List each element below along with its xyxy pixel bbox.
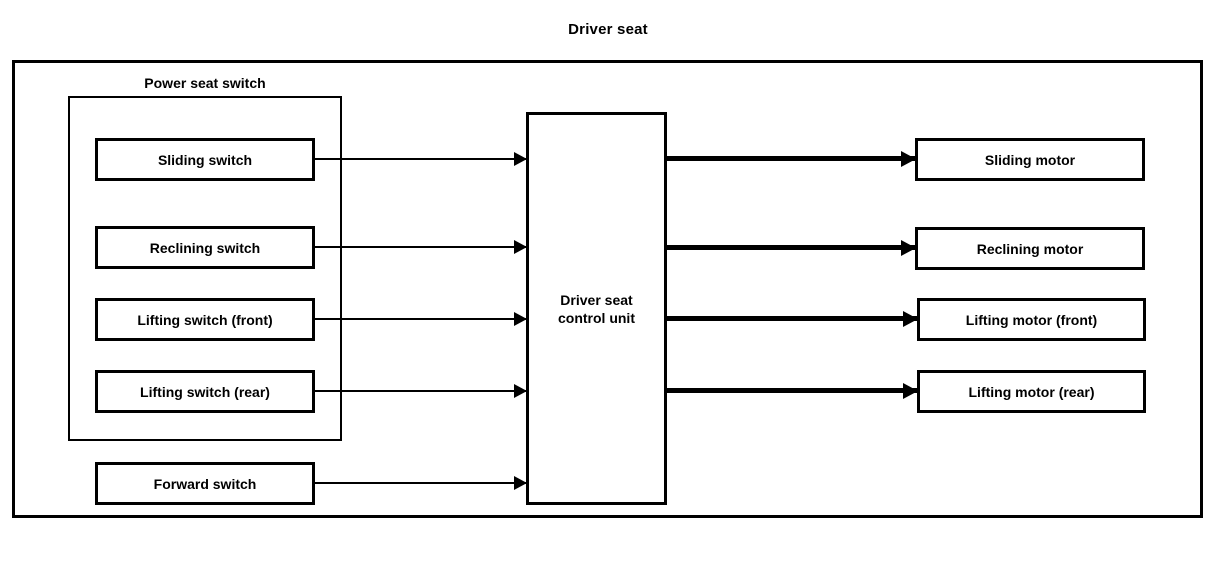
control-unit-label-line-2: control unit — [558, 309, 635, 326]
arrow-shaft — [314, 390, 527, 392]
arrow-shaft — [667, 245, 916, 250]
page-title: Driver seat — [568, 21, 648, 38]
arrow-shaft — [667, 156, 916, 161]
block-reclining-switch[interactable]: Reclining switch — [95, 226, 315, 269]
arrow-shaft — [314, 318, 527, 320]
block-lifting-motor-front[interactable]: Lifting motor (front) — [917, 298, 1146, 341]
block-sliding-switch[interactable]: Sliding switch — [95, 138, 315, 181]
block-sliding-motor[interactable]: Sliding motor — [915, 138, 1145, 181]
arrow-head-icon — [901, 151, 916, 167]
arrow-control-unit-to-lifting-motor-front — [667, 311, 918, 327]
power-seat-switch-group-box — [68, 96, 342, 441]
arrow-control-unit-to-sliding-motor — [667, 151, 916, 167]
arrow-shaft — [314, 158, 527, 160]
arrow-sliding-switch-to-control-unit — [314, 152, 527, 166]
arrow-head-icon — [514, 152, 527, 166]
block-lifting-motor-rear[interactable]: Lifting motor (rear) — [917, 370, 1146, 413]
arrow-lifting-switch-front-to-control-unit — [314, 312, 527, 326]
arrow-reclining-switch-to-control-unit — [314, 240, 527, 254]
arrow-shaft — [314, 482, 527, 484]
arrow-lifting-switch-rear-to-control-unit — [314, 384, 527, 398]
arrow-shaft — [667, 388, 918, 393]
arrow-head-icon — [514, 240, 527, 254]
arrow-shaft — [667, 316, 918, 321]
block-lifting-switch-front[interactable]: Lifting switch (front) — [95, 298, 315, 341]
control-unit-label-line-1: Driver seat — [560, 291, 633, 308]
arrow-head-icon — [514, 476, 527, 490]
diagram-outer-frame — [12, 60, 1203, 518]
arrow-control-unit-to-reclining-motor — [667, 240, 916, 256]
arrow-shaft — [314, 246, 527, 248]
arrow-head-icon — [514, 312, 527, 326]
arrow-head-icon — [903, 311, 918, 327]
block-forward-switch[interactable]: Forward switch — [95, 462, 315, 505]
arrow-control-unit-to-lifting-motor-rear — [667, 383, 918, 399]
block-reclining-motor[interactable]: Reclining motor — [915, 227, 1145, 270]
arrow-forward-switch-to-control-unit — [314, 476, 527, 490]
block-lifting-switch-rear[interactable]: Lifting switch (rear) — [95, 370, 315, 413]
block-driver-seat-control-unit[interactable]: Driver seat control unit — [526, 112, 667, 505]
power-seat-switch-group-label: Power seat switch — [144, 75, 266, 91]
arrow-head-icon — [903, 383, 918, 399]
arrow-head-icon — [901, 240, 916, 256]
arrow-head-icon — [514, 384, 527, 398]
